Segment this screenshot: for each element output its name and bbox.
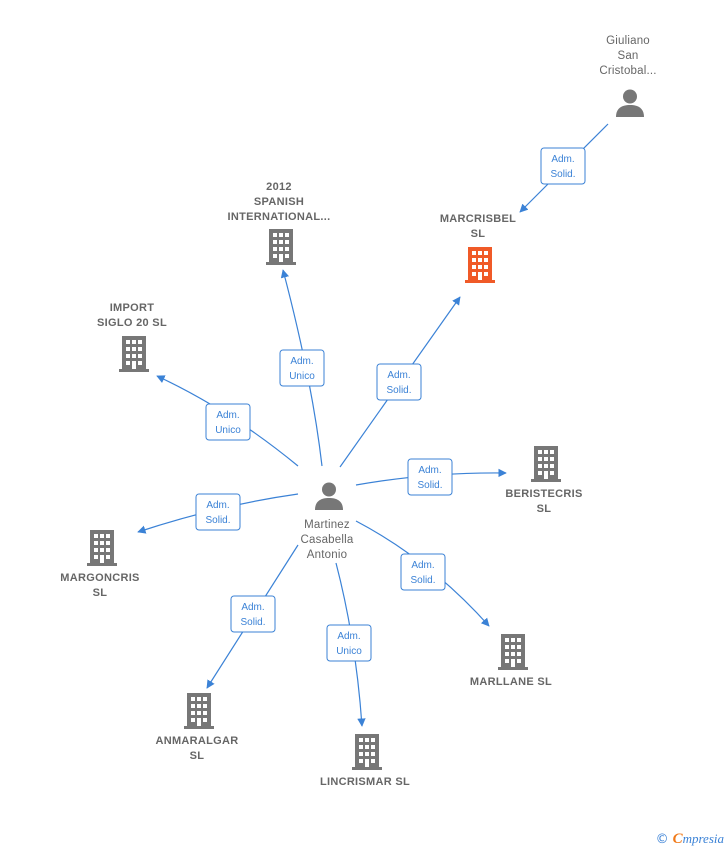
brand-name: mpresia	[682, 831, 724, 846]
edge-label-line: Adm.	[337, 631, 360, 642]
edge-label-box	[326, 624, 372, 662]
node-label-line: SL	[190, 750, 205, 762]
edge-center-to-spanish: Adm. Unico	[279, 269, 325, 467]
edge-center-to-import: Adm. Unico	[156, 375, 299, 467]
building-icon[interactable]	[184, 693, 214, 729]
edge-label-line: Unico	[336, 646, 362, 657]
building-icon[interactable]	[352, 734, 382, 770]
brand-footer: ©Cmpresia	[656, 831, 724, 848]
node-marcrisbel[interactable]: MARCRISBEL SL	[440, 213, 516, 283]
edge-label-box	[195, 493, 241, 531]
person-icon[interactable]	[616, 89, 644, 118]
node-label-line: Cristobal...	[599, 65, 656, 77]
brand-initial: C	[672, 831, 683, 847]
node-label-line: Martinez	[304, 519, 350, 531]
node-label-line: ANMARALGAR	[155, 735, 238, 747]
edge-label-box	[279, 349, 325, 387]
edge-label-line: Adm.	[241, 602, 264, 613]
node-label-line: San	[617, 50, 638, 62]
building-icon[interactable]	[531, 446, 561, 482]
edge-center-to-margoncris: Adm. Solid.	[137, 493, 299, 534]
edge-label-line: Adm.	[206, 500, 229, 511]
node-label-line: Casabella	[301, 534, 354, 546]
node-label-line: Giuliano	[606, 35, 650, 47]
node-label-line: LINCRISMAR SL	[320, 776, 410, 788]
node-label-line: SL	[93, 587, 108, 599]
edge-label-box	[376, 363, 422, 401]
edge-label-box	[400, 553, 446, 591]
edge-label-box	[407, 458, 453, 496]
edge-label-line: Adm.	[387, 370, 410, 381]
node-label-line: INTERNATIONAL...	[228, 211, 331, 223]
edge-label-box	[230, 595, 276, 633]
edge-center-to-beristecris: Adm. Solid.	[355, 458, 507, 496]
node-label-line: MARLLANE SL	[470, 676, 552, 688]
node-label-line: SPANISH	[254, 196, 304, 208]
node-marllane[interactable]: MARLLANE SL	[470, 634, 552, 688]
building-icon[interactable]	[498, 634, 528, 670]
edge-label-line: Solid.	[240, 617, 265, 628]
person-icon[interactable]	[315, 482, 343, 511]
node-label-line: MARCRISBEL	[440, 213, 516, 225]
node-import[interactable]: IMPORT SIGLO 20 SL	[97, 302, 167, 372]
node-label-line: IMPORT	[110, 302, 155, 314]
node-lincrismar[interactable]: LINCRISMAR SL	[320, 734, 410, 788]
building-icon[interactable]	[87, 530, 117, 566]
edge-label-line: Solid.	[205, 515, 230, 526]
building-icon[interactable]	[266, 229, 296, 265]
edge-label-line: Unico	[289, 371, 315, 382]
edge-label-line: Solid.	[550, 169, 575, 180]
node-label-line: 2012	[266, 181, 292, 193]
edge-label-line: Adm.	[216, 410, 239, 421]
edge-center-to-marcrisbel: Adm. Solid.	[339, 296, 461, 468]
edge-label-line: Adm.	[290, 356, 313, 367]
edge-center-to-anmaralgar: Adm. Solid.	[206, 544, 299, 689]
edge-label-box	[540, 147, 586, 185]
node-label-line: SL	[537, 503, 552, 515]
building-icon[interactable]	[119, 336, 149, 372]
node-anmaralgar[interactable]: ANMARALGAR SL	[155, 693, 238, 762]
edges-layer: Adm.Solid.Adm.Solid.Adm.UnicoAdm.UnicoAd…	[137, 123, 609, 727]
edge-label-line: Adm.	[411, 560, 434, 571]
edge-label-box	[205, 403, 251, 441]
node-label-line: Antonio	[307, 549, 347, 561]
edge-label-line: Solid.	[410, 575, 435, 586]
edge-giuliano-to-marcrisbel: Adm. Solid.	[519, 123, 609, 213]
node-margoncris[interactable]: MARGONCRIS SL	[60, 530, 139, 599]
node-label-line: MARGONCRIS	[60, 572, 139, 584]
node-beristecris[interactable]: BERISTECRIS SL	[505, 446, 582, 515]
copyright-icon: ©	[655, 832, 669, 847]
edge-label-line: Solid.	[417, 480, 442, 491]
edge-center-to-marllane: Adm. Solid.	[355, 520, 490, 627]
edge-label-line: Unico	[215, 425, 241, 436]
edge-center-to-lincrismar: Adm. Unico	[326, 562, 372, 727]
building-icon[interactable]	[465, 247, 495, 283]
edge-label-line: Adm.	[418, 465, 441, 476]
node-label-line: SIGLO 20 SL	[97, 317, 167, 329]
node-label-line: BERISTECRIS	[505, 488, 582, 500]
node-label-line: SL	[471, 228, 486, 240]
edge-label-line: Solid.	[386, 385, 411, 396]
node-giuliano[interactable]: GiulianoSanCristobal...	[599, 35, 656, 117]
edge-label-line: Adm.	[551, 154, 574, 165]
